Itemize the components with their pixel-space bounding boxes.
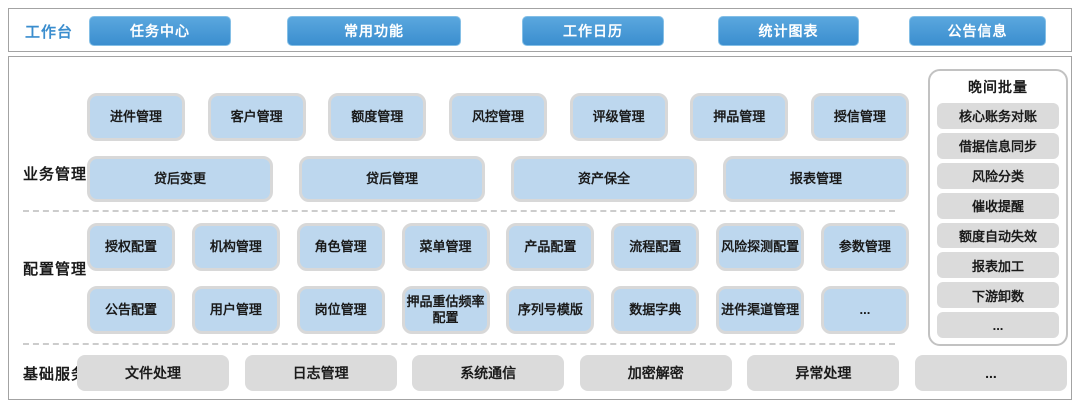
service-tile-log-mgmt[interactable]: 日志管理 [244,355,397,391]
batch-item-loan-sync[interactable]: 借据信息同步 [937,132,1059,159]
section-label-business: 业务管理 [22,166,87,183]
workbench-bar: 工作台 任务中心 常用功能 工作日历 统计图表 公告信息 [8,8,1072,52]
base-services-row: 文件处理 日志管理 系统通信 加密解密 异常处理 ... [77,355,1067,391]
module-tile-config-more[interactable]: ... [820,286,909,334]
module-tile-serial-template[interactable]: 序列号模版 [506,286,595,334]
night-batch-panel: 晚间批量 核心账务对账 借据信息同步 风险分类 催收提醒 额度自动失效 报表加工… [928,69,1068,346]
night-batch-title: 晚间批量 [968,79,1028,95]
topbar-button-work-calendar[interactable]: 工作日历 [522,16,664,46]
module-tile-limit-mgmt[interactable]: 额度管理 [328,93,427,141]
module-tile-asset-preserve[interactable]: 资产保全 [511,156,697,202]
module-tile-flow-config[interactable]: 流程配置 [611,223,700,271]
module-tile-customer-mgmt[interactable]: 客户管理 [207,93,306,141]
topbar-button-common-functions[interactable]: 常用功能 [287,16,461,46]
section-divider [23,210,895,212]
module-tile-postloan-change[interactable]: 贷后变更 [87,156,273,202]
module-tile-postloan-mgmt[interactable]: 贷后管理 [299,156,485,202]
workbench-label: 工作台 [25,24,74,41]
service-tile-sys-comm[interactable]: 系统通信 [412,355,565,391]
config-row-1: 授权配置 机构管理 角色管理 菜单管理 产品配置 流程配置 风险探测配置 参数管… [87,223,909,271]
batch-item-downstream-dump[interactable]: 下游卸数 [937,282,1059,309]
service-tile-more[interactable]: ... [914,355,1067,391]
module-tile-rating-mgmt[interactable]: 评级管理 [569,93,668,141]
module-tile-notice-config[interactable]: 公告配置 [87,286,175,334]
section-divider [23,343,895,345]
module-tile-org-mgmt[interactable]: 机构管理 [191,223,280,271]
business-row-2: 贷后变更 贷后管理 资产保全 报表管理 [87,156,909,202]
module-tile-risk-probe-config[interactable]: 风险探测配置 [716,223,805,271]
batch-item-report-process[interactable]: 报表加工 [937,252,1059,279]
section-label-base: 基础服务 [22,366,87,383]
service-tile-exception[interactable]: 异常处理 [747,355,900,391]
batch-item-core-reconcile[interactable]: 核心账务对账 [937,103,1059,129]
main-panel: 业务管理 配置管理 基础服务 进件管理 客户管理 额度管理 风控管理 评级管理 … [8,56,1072,400]
module-tile-intake-channel[interactable]: 进件渠道管理 [716,286,805,334]
module-tile-data-dict[interactable]: 数据字典 [611,286,700,334]
batch-item-limit-expire[interactable]: 额度自动失效 [937,222,1059,249]
topbar-button-task-center[interactable]: 任务中心 [89,16,231,46]
module-tile-user-mgmt[interactable]: 用户管理 [191,286,280,334]
module-tile-param-mgmt[interactable]: 参数管理 [820,223,909,271]
module-tile-intake-mgmt[interactable]: 进件管理 [87,93,185,141]
topbar-button-announcements[interactable]: 公告信息 [909,16,1046,46]
module-tile-collateral-mgmt[interactable]: 押品管理 [690,93,789,141]
module-tile-credit-mgmt[interactable]: 授信管理 [810,93,909,141]
config-row-2: 公告配置 用户管理 岗位管理 押品重估频率配置 序列号模版 数据字典 进件渠道管… [87,286,909,334]
module-tile-post-mgmt[interactable]: 岗位管理 [296,286,385,334]
service-tile-file-process[interactable]: 文件处理 [77,355,229,391]
module-tile-risk-ctrl-mgmt[interactable]: 风控管理 [448,93,547,141]
batch-item-risk-classify[interactable]: 风险分类 [937,162,1059,189]
module-tile-report-mgmt[interactable]: 报表管理 [723,156,909,202]
topbar-button-statistics-charts[interactable]: 统计图表 [718,16,859,46]
batch-item-more[interactable]: ... [937,312,1059,338]
module-tile-role-mgmt[interactable]: 角色管理 [296,223,385,271]
batch-item-collect-remind[interactable]: 催收提醒 [937,192,1059,219]
section-label-config: 配置管理 [22,261,87,278]
module-tile-menu-mgmt[interactable]: 菜单管理 [401,223,490,271]
business-row-1: 进件管理 客户管理 额度管理 风控管理 评级管理 押品管理 授信管理 [87,93,909,141]
module-tile-revalue-freq-config[interactable]: 押品重估频率配置 [401,286,490,334]
service-tile-encrypt[interactable]: 加密解密 [579,355,732,391]
module-tile-product-config[interactable]: 产品配置 [506,223,595,271]
module-tile-auth-config[interactable]: 授权配置 [87,223,175,271]
